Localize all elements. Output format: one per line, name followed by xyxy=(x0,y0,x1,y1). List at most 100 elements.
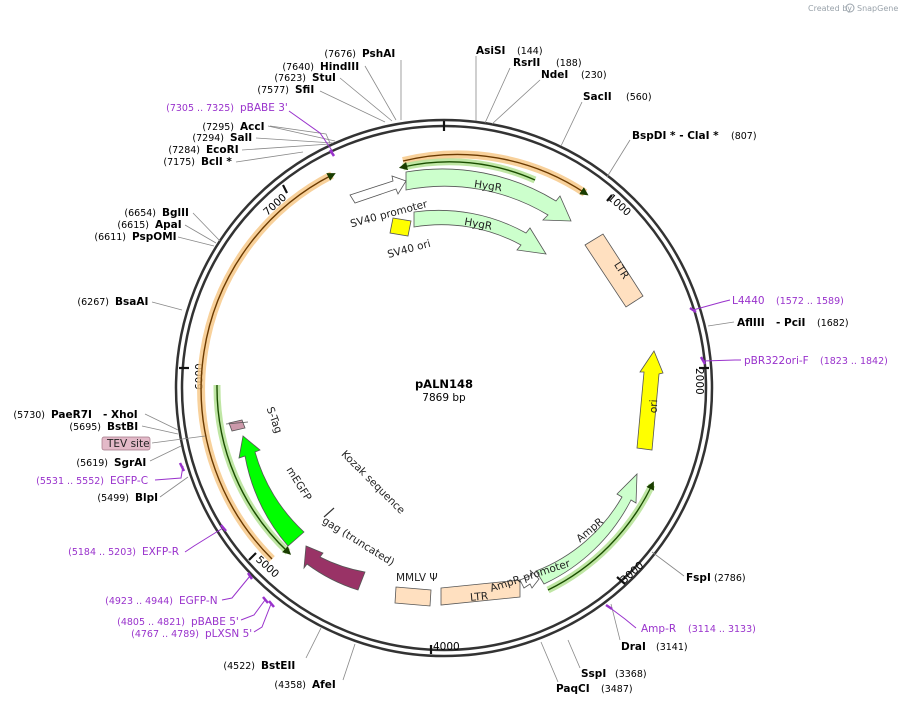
tick-label-4000: 4000 xyxy=(433,641,460,653)
leader-ecori xyxy=(241,143,331,151)
primer-pos-plxsn5: (4767 .. 4789) xyxy=(131,629,199,640)
site-name-paqci: PaqCI xyxy=(556,683,590,695)
ltr-bottom-box xyxy=(440,579,521,606)
sites-right: AsiSI (144) RsrII (188) NdeI (230) SacII… xyxy=(476,45,888,695)
primer-name-pbabe3: pBABE 3' xyxy=(240,102,288,114)
tick-7000 xyxy=(282,184,288,194)
primer-name-plxsn5: pLXSN 5' xyxy=(205,628,252,640)
site-name-paer7i: PaeR7I xyxy=(51,409,92,421)
site-pos-sgrai: (5619) xyxy=(76,458,108,469)
ltr-right-box xyxy=(584,233,644,308)
tev-site-label: TEV site xyxy=(106,438,150,450)
site-pos-paer7i: (5730) xyxy=(13,410,45,421)
gag-truncated-arrow xyxy=(303,545,366,591)
sites-left: (7676) PshAI (7640) HindIII (7623) StuI … xyxy=(13,48,395,691)
leader-hindiii xyxy=(364,65,397,121)
mmlv-psi-box xyxy=(394,586,432,607)
site-pos-rsrii: (188) xyxy=(556,58,582,69)
leader-bspdi xyxy=(606,139,631,178)
leader-pbabe3 xyxy=(269,125,331,144)
leader-sgrai xyxy=(149,445,182,462)
backbone-outer xyxy=(174,118,714,658)
orf-hygr-inner-line xyxy=(398,161,536,181)
hygr-inner-arrow xyxy=(413,209,547,255)
credit-prefix: Created by xyxy=(808,4,852,13)
leader-sali xyxy=(255,137,334,144)
site-pos-bstbi: (5695) xyxy=(69,422,101,433)
leader-rsrii xyxy=(484,67,511,124)
primer-leaders xyxy=(154,110,741,633)
leader-bsaai xyxy=(151,301,183,311)
primer-leader-exfpr xyxy=(184,527,224,553)
primer-leader-egfpc xyxy=(154,465,184,481)
leader-afliii xyxy=(707,321,735,327)
ampr-promoter-arrow xyxy=(519,569,540,589)
primer-pos-ampr: (3114 .. 3133) xyxy=(688,624,756,635)
site-name-hindiii: HindIII xyxy=(320,61,359,73)
primer-leader-plxsn5 xyxy=(253,603,272,633)
primer-pos-exfpr: (5184 .. 5203) xyxy=(68,547,136,558)
site-pos-ecori: (7284) xyxy=(168,145,200,156)
site-name-sspi: SspI xyxy=(581,668,606,680)
tick-label-2000: 2000 xyxy=(693,368,705,395)
orf-ampr-line xyxy=(547,481,654,591)
site-name-afliii: AflIII xyxy=(737,317,765,329)
kozak-mark xyxy=(323,507,335,518)
site-name-acci: AccI xyxy=(240,121,264,133)
site-pos-afei: (4358) xyxy=(274,680,306,691)
site-name-stui: StuI xyxy=(312,72,336,84)
site-name-apai: ApaI xyxy=(155,219,182,231)
ltr-bottom-label: LTR xyxy=(470,590,489,604)
leader-bcli xyxy=(235,151,304,163)
tick-5000 xyxy=(248,552,257,561)
primer-pos-l4440: (1572 .. 1589) xyxy=(776,296,844,307)
snapgene-logo-icon xyxy=(845,3,855,13)
orf-hygr-outer-line xyxy=(402,153,589,196)
site-pos-paqci: (3487) xyxy=(601,684,633,695)
orf-arcs xyxy=(197,150,656,594)
primer-leader-pbabe5 xyxy=(240,599,266,621)
site-pos-ndei: (230) xyxy=(581,70,607,81)
leader-apai xyxy=(184,224,217,244)
primer-pos-egfpn: (4923 .. 4944) xyxy=(105,596,173,607)
leader-bglii xyxy=(192,212,221,242)
gag-label: gag (truncated) xyxy=(320,515,396,569)
sv40-ori-label: SV40 ori xyxy=(386,238,432,261)
hygr-outer-label: HygR xyxy=(473,178,502,194)
site-name-ecori: EcoRI xyxy=(206,144,239,156)
leader-paer7i xyxy=(144,413,179,431)
primer-mark-exfpr xyxy=(220,524,227,532)
site-name-bspdi: BspDI * - ClaI * xyxy=(632,130,719,142)
primer-leader-egfpn xyxy=(221,575,251,601)
site-name-bglii: BglII xyxy=(162,207,189,219)
megfp-label: mEGFP xyxy=(284,465,314,503)
leader-bsteii xyxy=(305,627,322,659)
credit-brand: SnapGene xyxy=(857,4,898,13)
site-pos-bsteii: (4522) xyxy=(223,661,255,672)
site-pos-apai: (6615) xyxy=(117,220,149,231)
tick-label-3000: 3000 xyxy=(618,559,646,586)
leader-pspomi xyxy=(177,236,215,247)
site-leaders xyxy=(141,56,735,683)
site-pos-pspomi: (6611) xyxy=(94,232,126,243)
primer-mark-pbabe3 xyxy=(328,149,336,157)
site-name-sfii: SfiI xyxy=(295,84,314,96)
stag-line xyxy=(225,421,249,425)
primer-name-ampr: Amp-R xyxy=(641,623,676,635)
site-name-afei: AfeI xyxy=(312,679,336,691)
plasmid-name: pALN148 xyxy=(415,377,473,391)
site-pos-pci: (1682) xyxy=(817,318,849,329)
site-name-sacii: SacII xyxy=(583,91,612,103)
tick-3000 xyxy=(616,576,626,585)
orf-left-orange-line xyxy=(200,173,336,560)
site-pos-acci: (7295) xyxy=(202,122,234,133)
primer-mark-pbabe5 xyxy=(262,596,269,604)
site-name-pci: - PciI xyxy=(776,317,805,329)
primer-pos-egfpc: (5531 .. 5552) xyxy=(36,476,104,487)
tick-1000 xyxy=(606,194,613,202)
sv40-promoter-arrow xyxy=(349,175,407,204)
primer-name-egfpc: EGFP-C xyxy=(110,475,148,487)
leader-blpi xyxy=(159,476,189,498)
plasmid-length: 7869 bp xyxy=(422,392,466,404)
